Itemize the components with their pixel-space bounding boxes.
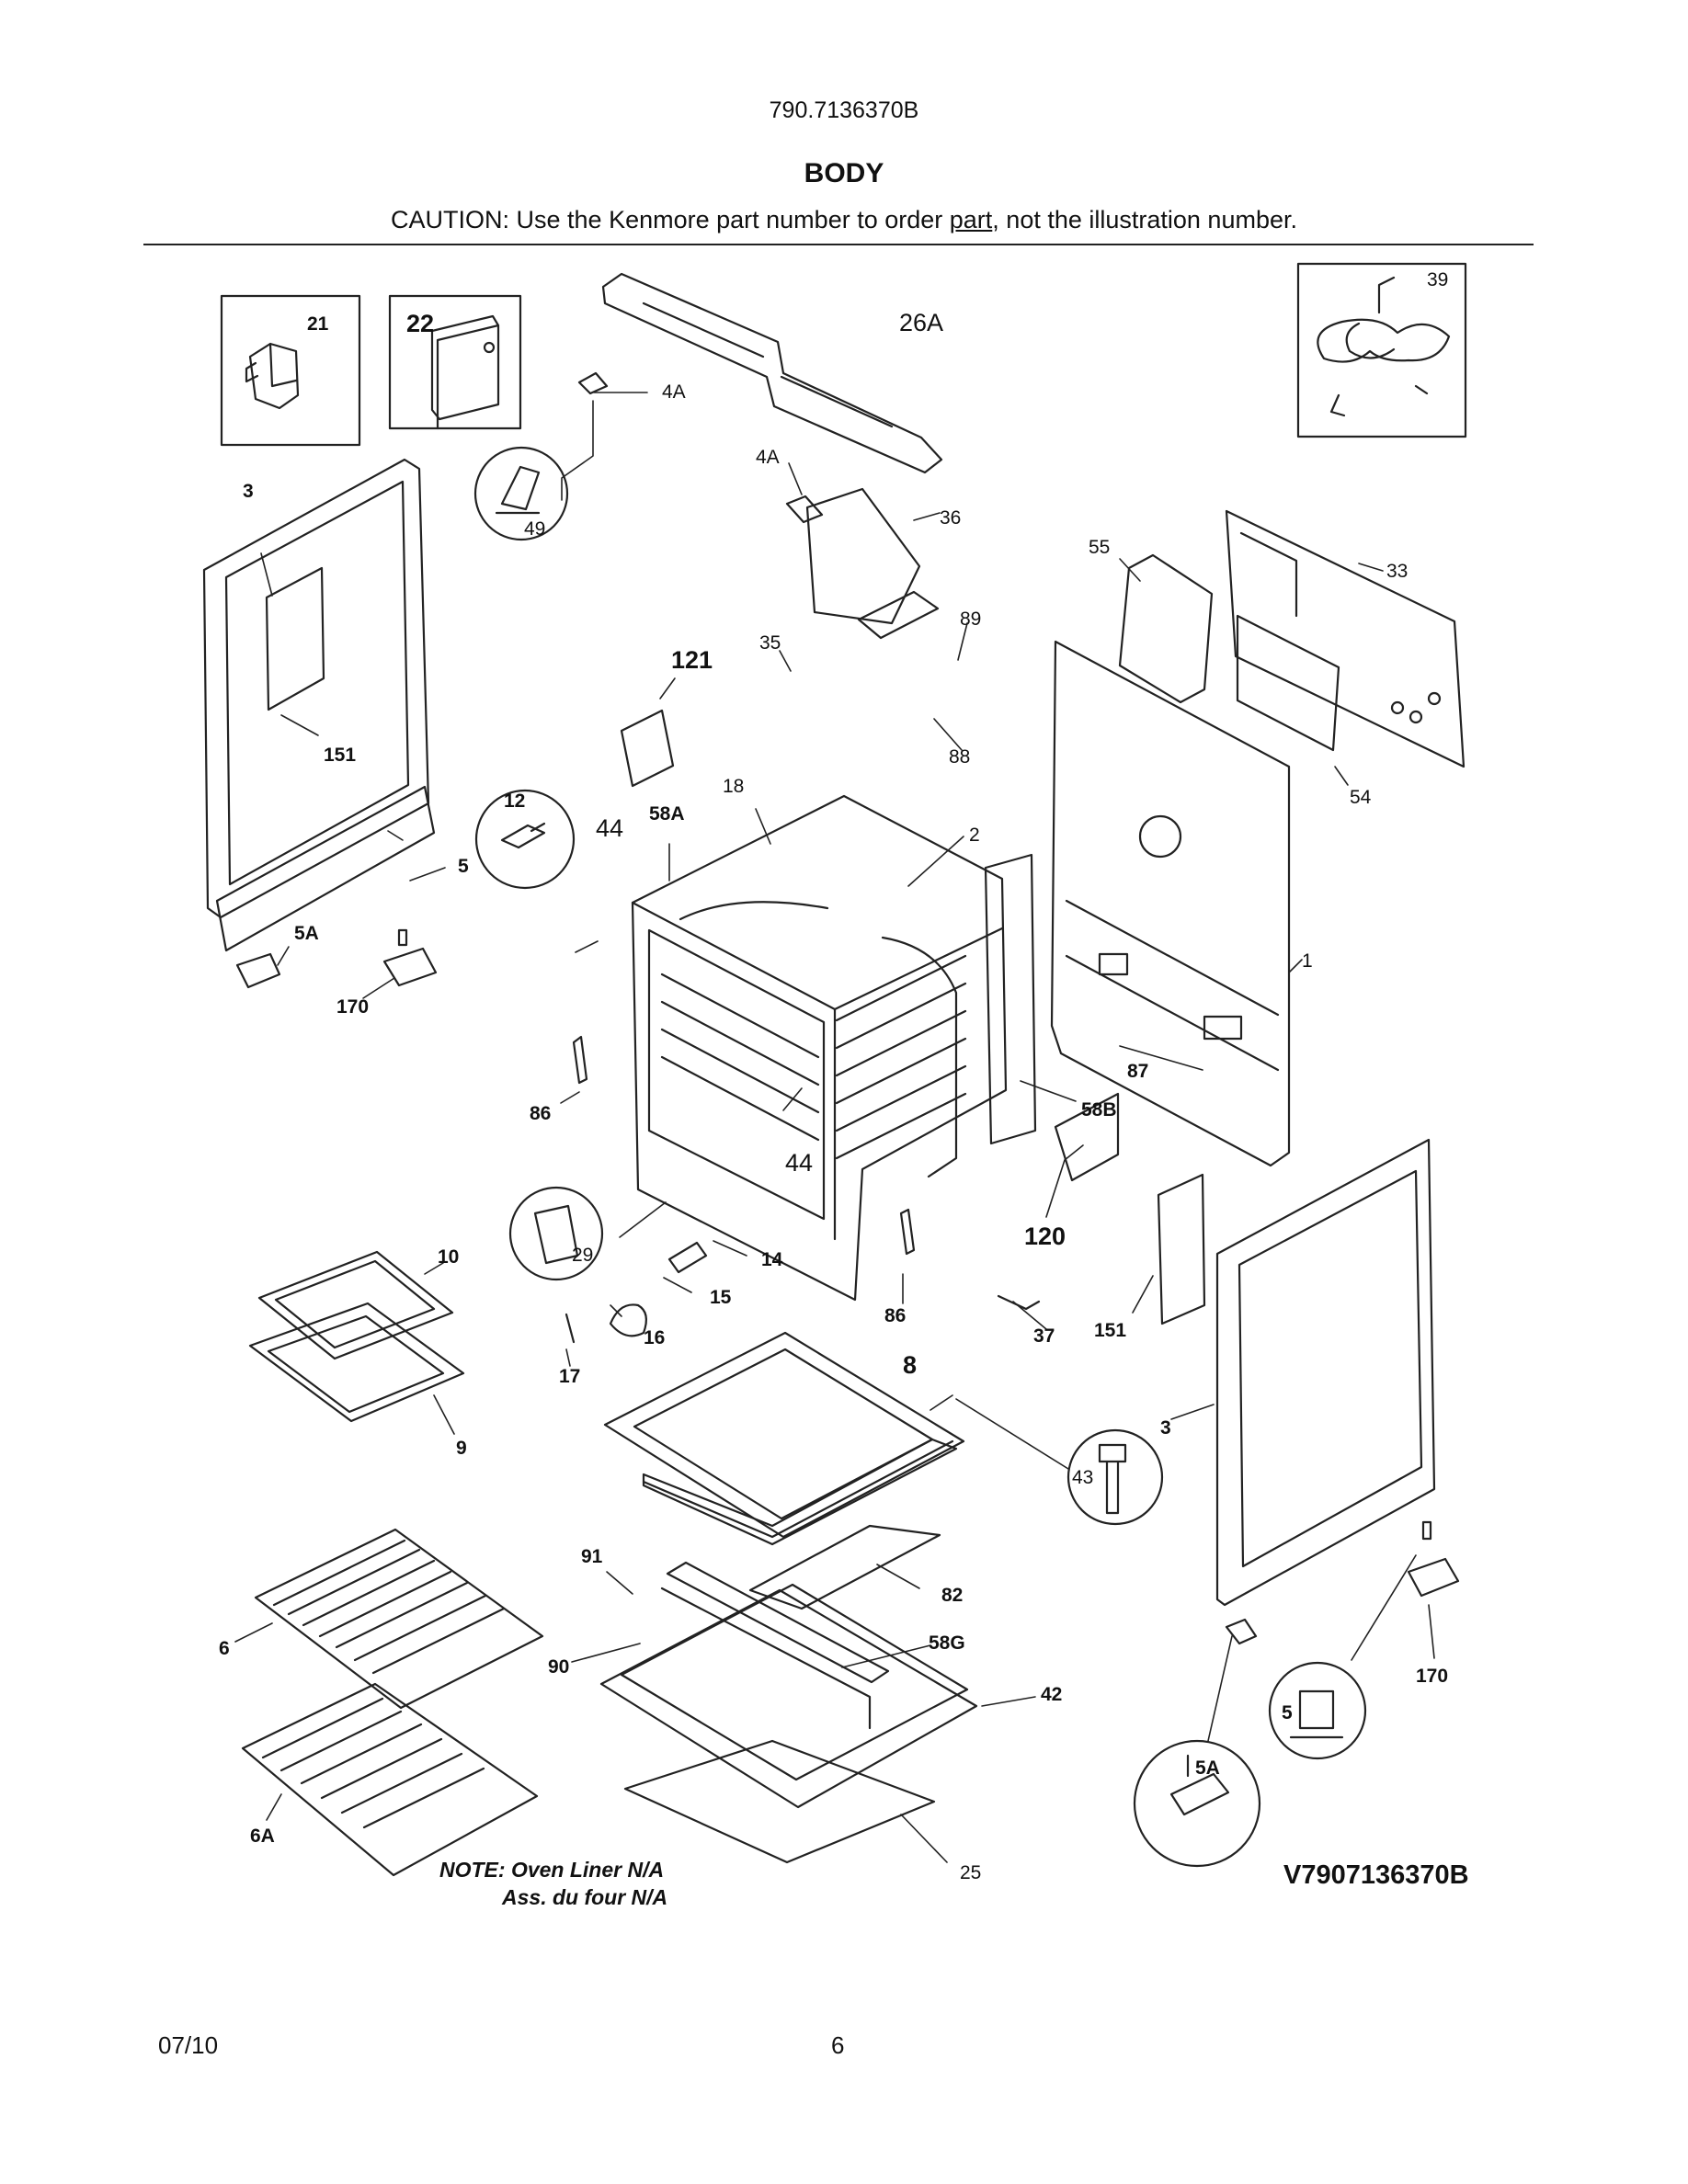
detail-circle-5 [1268, 1661, 1367, 1760]
caution-prefix: CAUTION: Use the Kenmore part number to … [391, 206, 950, 233]
inset-box-22 [388, 294, 522, 430]
callout-3-right: 3 [1160, 1417, 1171, 1439]
callout-26A: 26A [899, 309, 943, 336]
callout-14: 14 [761, 1249, 783, 1270]
callout-86-right: 86 [884, 1305, 906, 1326]
detail-circle-29 [508, 1186, 604, 1281]
callout-49: 49 [524, 518, 545, 540]
header-divider [143, 244, 1534, 245]
detail-circle-43 [1066, 1428, 1164, 1526]
callout-90: 90 [548, 1656, 569, 1678]
heat-shield-25 [623, 1739, 936, 1864]
callout-4A-top: 4A [662, 381, 686, 403]
callout-25: 25 [960, 1862, 981, 1883]
callout-2: 2 [969, 825, 980, 846]
caution-text: CAUTION: Use the Kenmore part number to … [0, 206, 1688, 234]
callout-15: 15 [710, 1287, 732, 1308]
caution-link[interactable]: part [949, 206, 993, 233]
back-panel [1050, 640, 1291, 1167]
panel-54 [1236, 614, 1340, 752]
leader-lines [234, 392, 1435, 1863]
callout-151-left: 151 [324, 745, 356, 766]
inset-box-39 [1296, 262, 1467, 438]
detail-circle-49 [473, 446, 569, 541]
callout-44-mid: 44 [785, 1149, 813, 1177]
callout-120: 120 [1024, 1223, 1066, 1250]
callout-58A: 58A [649, 803, 685, 825]
callout-29: 29 [572, 1245, 593, 1266]
page-title: BODY [804, 158, 884, 188]
panel-55 [1118, 553, 1214, 704]
callout-4A-mid: 4A [756, 447, 780, 468]
callout-121: 121 [671, 646, 713, 674]
detail-circle-12 [474, 789, 576, 890]
left-side-panel [202, 458, 436, 952]
model-number: 790.7136370B [769, 97, 919, 123]
bottom-panel-42 [599, 1583, 978, 1809]
callout-21: 21 [307, 313, 329, 335]
callout-35: 35 [759, 632, 781, 654]
callout-43: 43 [1072, 1467, 1093, 1488]
oven-cavity [631, 794, 1008, 1302]
footer-date: 07/10 [158, 2031, 219, 2059]
caution-suffix: , not the illustration number. [992, 206, 1297, 233]
callout-22: 22 [406, 310, 434, 337]
detail-circle-5A [1133, 1739, 1261, 1868]
callout-151-right: 151 [1094, 1320, 1126, 1341]
callout-5-left: 5 [458, 856, 469, 877]
oven-rack-6A [241, 1682, 539, 1877]
callout-17: 17 [559, 1366, 580, 1387]
callout-labels: 21 22 39 26A 4A 4A 49 3 36 55 33 89 35 1… [219, 269, 1448, 1883]
callout-18: 18 [723, 776, 744, 797]
callout-5-right: 5 [1282, 1702, 1293, 1723]
callout-55: 55 [1089, 537, 1110, 558]
callout-58B: 58B [1081, 1099, 1117, 1120]
callout-37: 37 [1033, 1325, 1055, 1347]
callout-82: 82 [941, 1585, 963, 1606]
callout-33: 33 [1386, 561, 1408, 582]
callout-39: 39 [1427, 269, 1448, 290]
burner-box-82 [642, 1438, 958, 1610]
callout-8: 8 [903, 1351, 917, 1379]
burner-58G [660, 1561, 890, 1730]
callout-6: 6 [219, 1638, 230, 1659]
right-side-panel [1157, 1138, 1436, 1607]
rear-shield-panel-33 [1225, 509, 1466, 768]
callout-42: 42 [1041, 1684, 1062, 1705]
callout-86-left: 86 [530, 1103, 551, 1124]
callout-12: 12 [504, 791, 525, 812]
callout-16: 16 [644, 1327, 665, 1348]
callout-170-left: 170 [336, 996, 369, 1018]
callout-89: 89 [960, 609, 981, 630]
callout-88: 88 [949, 746, 970, 768]
inset-box-21 [220, 294, 361, 447]
callout-91: 91 [581, 1546, 603, 1567]
insulation-58B [984, 853, 1037, 1145]
small-hardware [235, 371, 1460, 1645]
callout-44-top: 44 [596, 814, 623, 842]
note-line-1: NOTE: Oven Liner N/A [439, 1858, 665, 1882]
diagram-code: V7907136370B [1283, 1860, 1469, 1890]
callout-170-right: 170 [1416, 1666, 1448, 1687]
callout-1: 1 [1302, 950, 1313, 972]
page-number: 6 [831, 2031, 845, 2059]
top-bracket-part [601, 272, 943, 474]
broiler-pan [248, 1250, 465, 1423]
callout-5A-left: 5A [294, 923, 319, 944]
callout-36: 36 [940, 507, 961, 529]
callout-58G: 58G [929, 1632, 965, 1654]
callout-54: 54 [1350, 787, 1372, 808]
callout-6A: 6A [250, 1826, 275, 1847]
oven-liner-note: NOTE: Oven Liner N/A Ass. du four N/A [439, 1856, 667, 1911]
callout-5A-right: 5A [1195, 1757, 1220, 1779]
callout-9: 9 [456, 1438, 467, 1459]
note-line-2: Ass. du four N/A [502, 1885, 668, 1909]
callout-3-left: 3 [243, 481, 254, 502]
oven-rack-6 [254, 1528, 544, 1710]
callout-87: 87 [1127, 1061, 1148, 1082]
callout-10: 10 [438, 1246, 459, 1268]
